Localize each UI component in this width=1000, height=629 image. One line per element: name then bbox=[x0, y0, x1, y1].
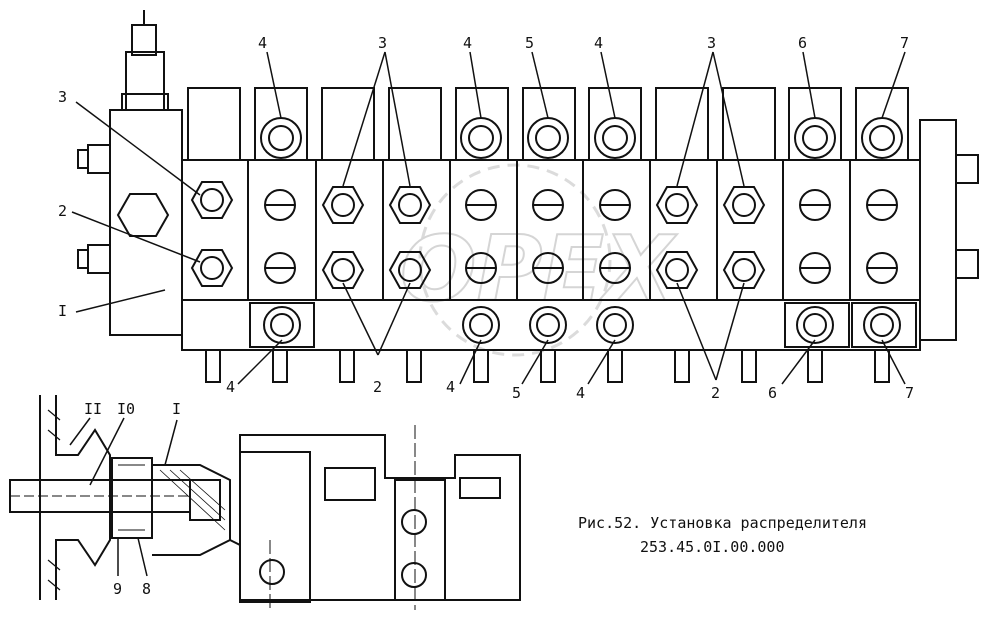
body-fittings bbox=[190, 181, 766, 289]
label-top-4a: 4 bbox=[258, 34, 267, 52]
label-top-6: 6 bbox=[798, 34, 807, 52]
label-left-2: 2 bbox=[58, 202, 67, 220]
mounting-detail bbox=[9, 395, 521, 610]
watermark: OPEX bbox=[399, 163, 679, 357]
label-top-5: 5 bbox=[525, 34, 534, 52]
bottom-fittings bbox=[249, 302, 917, 348]
svg-text:OPEX: OPEX bbox=[400, 217, 678, 322]
part-labels: 4 3 4 5 4 3 6 7 3 2 I 4 2 4 5 4 2 6 7 bbox=[58, 34, 914, 402]
label-bot-4a: 4 bbox=[226, 378, 235, 396]
caption-line-1: Рис.52. Установка распределителя bbox=[578, 514, 867, 532]
label-det-II: II bbox=[84, 400, 102, 418]
label-det-10: I0 bbox=[117, 400, 135, 418]
label-bot-2a: 2 bbox=[373, 378, 382, 396]
label-left-3: 3 bbox=[58, 88, 67, 106]
label-bot-5: 5 bbox=[512, 384, 521, 402]
detail-labels: II I0 I 9 8 bbox=[84, 400, 181, 598]
label-bot-4c: 4 bbox=[576, 384, 585, 402]
label-top-3-right: 3 bbox=[707, 34, 716, 52]
label-bot-2b: 2 bbox=[711, 384, 720, 402]
label-top-4b: 4 bbox=[463, 34, 472, 52]
label-bot-6: 6 bbox=[768, 384, 777, 402]
label-left-I: I bbox=[58, 302, 67, 320]
detail-leaders bbox=[69, 417, 178, 577]
label-top-4c: 4 bbox=[594, 34, 603, 52]
top-fittings bbox=[260, 117, 903, 159]
label-det-8: 8 bbox=[142, 580, 151, 598]
label-top-3-mid: 3 bbox=[378, 34, 387, 52]
label-bot-7: 7 bbox=[905, 384, 914, 402]
label-det-9: 9 bbox=[113, 580, 122, 598]
caption-line-2: 253.45.0I.00.000 bbox=[640, 538, 785, 556]
label-top-7: 7 bbox=[900, 34, 909, 52]
leader-lines bbox=[71, 51, 906, 385]
label-det-I: I bbox=[172, 400, 181, 418]
valve-assembly bbox=[77, 10, 979, 383]
label-bot-4b: 4 bbox=[446, 378, 455, 396]
plugs bbox=[264, 189, 898, 284]
figure-caption: Рис.52. Установка распределителя 253.45.… bbox=[578, 514, 867, 556]
